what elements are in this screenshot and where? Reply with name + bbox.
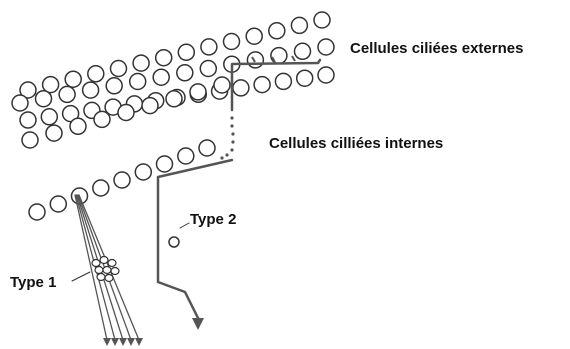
inner-hair-cell [135, 164, 151, 180]
fiber-dot [231, 140, 234, 143]
inner-hair-cell [114, 172, 130, 188]
fiber-dot [231, 132, 234, 135]
inner-hair-cell [93, 180, 109, 196]
outer-hair-cell [190, 84, 206, 100]
fiber-dot [220, 156, 223, 159]
outer-hair-cell [214, 77, 230, 93]
outer-hair-cell [83, 82, 99, 98]
inner-hair-cell [178, 148, 194, 164]
outer-hair-cell [22, 132, 38, 148]
type2-pointer [180, 223, 189, 228]
outer-hair-cell [130, 74, 146, 90]
outer-hair-cell [318, 67, 334, 83]
outer-hair-cell [177, 65, 193, 81]
type1-cell-bodies [92, 257, 119, 282]
fiber-dot [225, 153, 228, 156]
outer-hair-cell [297, 70, 313, 86]
outer-hair-cell [295, 43, 311, 59]
outer-hair-cell [166, 91, 182, 107]
outer-hair-cell [156, 50, 172, 66]
outer-hair-cell [254, 77, 270, 93]
type1-label: Type 1 [10, 275, 56, 290]
type2-arrowhead [192, 318, 204, 330]
outer-hair-cell [291, 17, 307, 33]
outer-hair-cell [153, 69, 169, 85]
outer-hair-cell [224, 34, 240, 50]
outer-hair-cell [94, 111, 110, 127]
outer-hair-cell [201, 39, 217, 55]
type2-cell-body [169, 237, 179, 247]
outer-hair-cell [233, 80, 249, 96]
outer-hair-cell [275, 73, 291, 89]
type1-pointer [72, 272, 90, 281]
outer-hair-cell [111, 61, 127, 77]
outer-hair-cell [41, 109, 57, 125]
inner-hair-cells-label: Cellules cilliées internes [269, 136, 443, 151]
outer-hair-cell [246, 28, 262, 44]
outer-hair-cell [70, 118, 86, 134]
outer-hair-cell [59, 86, 75, 102]
outer-hair-cell [269, 23, 285, 39]
outer-hair-cell [200, 61, 216, 77]
hair-cells-group [12, 12, 334, 220]
inner-hair-cell [29, 204, 45, 220]
inner-hair-cell [157, 156, 173, 172]
fiber-dot [230, 148, 233, 151]
outer-hair-cell [118, 105, 134, 121]
outer-hair-cell [20, 112, 36, 128]
outer-hair-cell [178, 44, 194, 60]
outer-hair-cell [106, 78, 122, 94]
fiber-branch [292, 56, 295, 61]
inner-hair-cell [199, 140, 215, 156]
outer-hair-cell [65, 71, 81, 87]
outer-hair-cells-label: Cellules ciliées externes [350, 41, 523, 56]
outer-hair-cell [318, 39, 334, 55]
outer-hair-cell [142, 98, 158, 114]
outer-hair-cell [12, 95, 28, 111]
type1-arrowheads [103, 338, 143, 346]
outer-hair-cell [36, 91, 52, 107]
type2-label: Type 2 [190, 212, 236, 227]
outer-hair-cell [133, 55, 149, 71]
outer-hair-cell [271, 48, 287, 64]
fiber-dot [230, 124, 233, 127]
inner-hair-cell [50, 196, 66, 212]
outer-hair-cell [314, 12, 330, 28]
outer-hair-cell [46, 125, 62, 141]
fiber-dot [230, 116, 233, 119]
outer-hair-cell [247, 52, 263, 68]
outer-hair-cell [88, 66, 104, 82]
